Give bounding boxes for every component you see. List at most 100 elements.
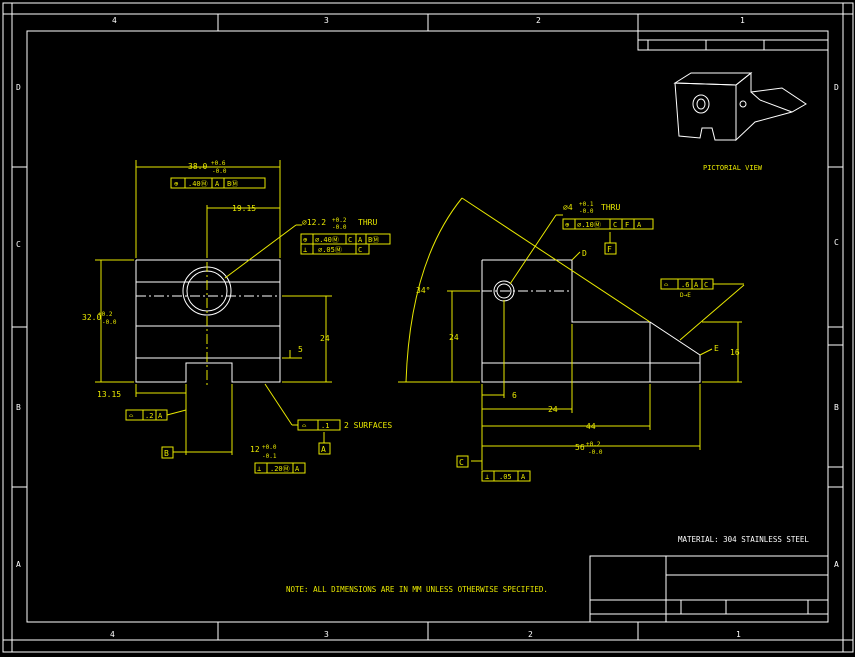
front-surfaces-fcf: ⌓ .1 <box>297 419 341 431</box>
side-dim-24h: 24 <box>548 405 558 414</box>
side-hole-tol-plus: +0.1 <box>579 201 594 208</box>
row-label-left-c: C <box>16 240 21 249</box>
general-note: NOTE: ALL DIMENSIONS ARE IN MM UNLESS OT… <box>286 585 548 594</box>
fcf-tolerance: .20Ⓜ <box>270 465 290 473</box>
side-right-fcf: ⌓ .6 A C <box>660 278 744 290</box>
fcf-datum-1: C <box>348 236 352 244</box>
side-hole-dia: ⌀4 <box>563 203 573 212</box>
fcf-datum-1: A <box>521 473 526 481</box>
side-view-dimensions <box>398 197 745 470</box>
front-offset-dim: 19.15 <box>232 204 256 213</box>
front-slot-tol-minus: -0.1 <box>262 453 277 460</box>
fcf-tolerance: ⌀.10Ⓜ <box>577 221 601 229</box>
datum-b-label: B <box>164 449 169 458</box>
revision-block <box>637 30 829 51</box>
side-dim-44: 44 <box>586 422 596 431</box>
zone-label-bottom-4: 4 <box>110 630 115 639</box>
fcf-datum-1: A <box>295 465 300 473</box>
front-height-tol-minus: -0.0 <box>102 319 117 326</box>
fcf-tolerance: ⌀.05Ⓜ <box>318 246 342 254</box>
front-width-dim: 38.0 <box>188 162 207 171</box>
fcf-tolerance: .6 <box>681 281 689 289</box>
fcf-datum-2: C <box>704 281 708 289</box>
side-hole-tol-minus: -0.0 <box>579 208 594 215</box>
fcf-datum-1: A <box>158 412 163 420</box>
title-block <box>589 555 829 623</box>
side-hole-thru: THRU <box>601 203 620 212</box>
side-dim-56-tol-minus: -0.0 <box>588 449 603 456</box>
side-dim-56: 56 <box>575 443 585 452</box>
front-hole-thru: THRU <box>358 218 377 227</box>
side-dim-6: 6 <box>512 391 517 400</box>
datum-b-box: B <box>161 446 180 459</box>
fcf-tolerance: ⌀.40Ⓜ <box>315 236 339 244</box>
side-right-fcf-ref: D→E <box>680 292 691 299</box>
zone-label-top-1: 1 <box>740 16 745 25</box>
front-slot-tol-plus: +0.0 <box>262 444 277 451</box>
fcf-datum-1: C <box>613 221 617 229</box>
fcf-datum-1: A <box>215 180 220 188</box>
side-label-e: E <box>714 344 719 353</box>
fcf-datum-3: BⓂ <box>368 236 379 244</box>
fcf-symbol: ⊕ <box>174 180 179 188</box>
side-dim-24v: 24 <box>449 333 459 342</box>
front-slot-fcf: ⊥ .20Ⓜ A <box>254 462 306 474</box>
front-height-dim: 32.0 <box>82 313 101 322</box>
fcf-tolerance: .2 <box>145 412 153 420</box>
side-hole-fcf: ⊕ ⌀.10Ⓜ C F A <box>562 218 654 230</box>
fcf-symbol: ⊕ <box>565 221 570 229</box>
fcf-tolerance: .1 <box>321 422 329 430</box>
fcf-datum-1: A <box>694 281 699 289</box>
datum-c-label: C <box>459 458 464 467</box>
row-label-right-a: A <box>834 560 839 569</box>
zone-label-bottom-2: 2 <box>528 630 533 639</box>
zone-label-top-4: 4 <box>112 16 117 25</box>
side-dim-56-tol-plus: +0.2 <box>586 441 601 448</box>
row-label-right-b: B <box>834 403 839 412</box>
fcf-tolerance: .40Ⓜ <box>188 180 208 188</box>
datum-a-label: A <box>321 445 326 454</box>
front-hole-dia: ⌀12.2 <box>302 218 326 227</box>
fcf-datum-2: BⓂ <box>227 180 238 188</box>
datum-f-label: F <box>607 245 612 254</box>
front-view-dimensions <box>95 160 332 455</box>
front-hole-fcf-2: ⊥ ⌀.05Ⓜ C <box>300 243 370 255</box>
datum-c-box: C <box>456 455 469 468</box>
fcf-datum-2: F <box>625 221 629 229</box>
front-surfaces-note: 2 SURFACES <box>344 421 392 430</box>
fcf-symbol: ⌓ <box>664 281 669 289</box>
side-c-fcf: ⊥ .05 A <box>481 470 531 482</box>
front-dim-24: 24 <box>320 334 330 343</box>
fcf-symbol: ⌓ <box>129 412 134 420</box>
pictorial-view <box>673 71 807 142</box>
front-dim-13: 13.15 <box>97 390 121 399</box>
zone-label-bottom-3: 3 <box>324 630 329 639</box>
front-dim-5: 5 <box>298 345 303 354</box>
front-hole-tol-minus: -0.0 <box>332 224 347 231</box>
front-profile-fcf: ⌓ .2 A <box>125 409 168 421</box>
fcf-symbol: ⊥ <box>485 473 489 481</box>
front-view-outline <box>135 259 281 383</box>
material-note: MATERIAL: 304 STAINLESS STEEL <box>678 535 809 544</box>
pictorial-view-label: PICTORIAL VIEW <box>703 164 763 172</box>
side-label-d: D <box>582 249 587 258</box>
row-label-right-c: C <box>834 238 839 247</box>
row-label-right-d: D <box>834 83 839 92</box>
side-view-outline <box>481 259 701 383</box>
front-hole-tol-plus: +0.2 <box>332 217 347 224</box>
row-label-left-b: B <box>16 403 21 412</box>
zone-ticks <box>3 3 853 652</box>
right-edge-box <box>827 344 844 468</box>
datum-f-box: F <box>604 242 617 255</box>
zone-label-top-3: 3 <box>324 16 329 25</box>
zone-label-top-2: 2 <box>536 16 541 25</box>
front-hole-fcf-1: ⊕ ⌀.40Ⓜ C A BⓂ <box>300 233 391 245</box>
datum-a-box: A <box>318 442 331 455</box>
fcf-datum-3: A <box>637 221 642 229</box>
row-label-left-d: D <box>16 83 21 92</box>
fcf-symbol: ⊕ <box>303 236 308 244</box>
side-dim-16: 16 <box>730 348 740 357</box>
